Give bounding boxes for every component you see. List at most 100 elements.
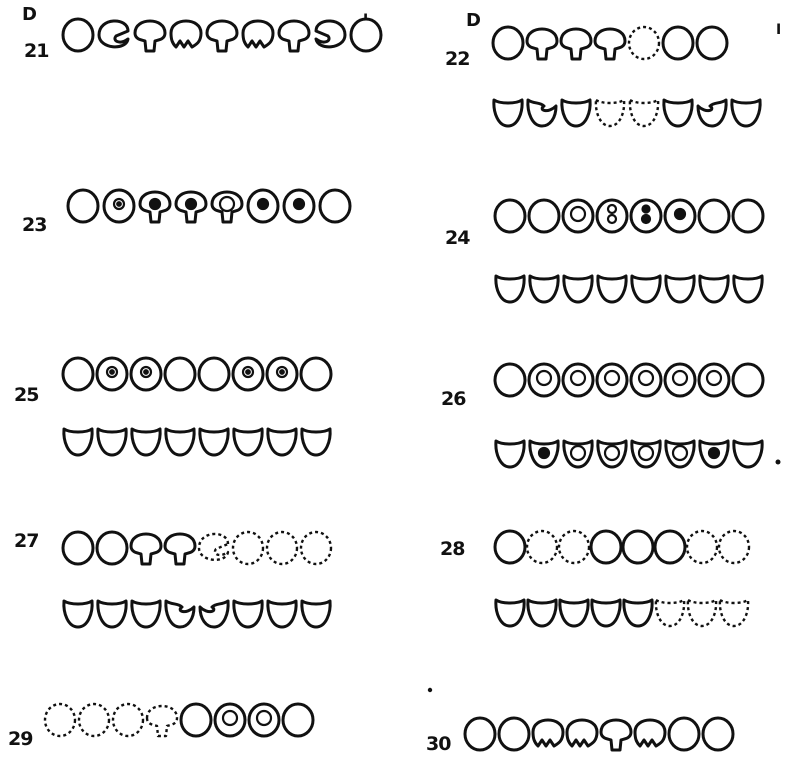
lesion-mark (608, 205, 616, 213)
upper-tooth (212, 192, 242, 222)
lesion-mark (571, 371, 585, 385)
lesion-mark (639, 371, 653, 385)
upper-tooth (249, 704, 279, 736)
lower-tooth (664, 100, 692, 126)
lower-tooth (698, 100, 726, 126)
lower-tooth (200, 601, 228, 627)
lower-tooth (166, 429, 194, 455)
lesion-mark (673, 371, 687, 385)
upper-tooth (97, 358, 127, 390)
upper-tooth (733, 200, 763, 232)
upper-tooth (595, 29, 625, 59)
panel-25 (63, 358, 331, 455)
lower-tooth (64, 601, 92, 627)
lesion-mark (150, 199, 160, 209)
upper-tooth (140, 192, 170, 222)
upper-tooth (663, 27, 693, 59)
lower-tooth (302, 601, 330, 627)
lesion-mark (673, 446, 687, 460)
lower-tooth (734, 276, 762, 302)
upper-tooth (631, 200, 661, 232)
upper-tooth (267, 532, 297, 564)
lesion-mark (707, 371, 721, 385)
lower-tooth (494, 100, 522, 126)
upper-tooth (559, 531, 589, 563)
lesion-mark (571, 446, 585, 460)
upper-tooth (131, 534, 161, 564)
lower-tooth (700, 441, 728, 467)
upper-tooth (733, 364, 763, 396)
upper-tooth (181, 704, 211, 736)
lesion-mark (537, 371, 551, 385)
lower-tooth (234, 429, 262, 455)
lesion-mark (605, 371, 619, 385)
upper-tooth (687, 531, 717, 563)
upper-tooth (563, 364, 593, 396)
upper-tooth (63, 532, 93, 564)
upper-tooth (199, 358, 229, 390)
upper-tooth (135, 21, 165, 51)
lower-tooth (564, 441, 592, 467)
lower-tooth (734, 441, 762, 467)
upper-tooth (233, 358, 263, 390)
lower-tooth (562, 100, 590, 126)
lower-tooth (666, 276, 694, 302)
lower-tooth (98, 601, 126, 627)
upper-tooth (529, 200, 559, 232)
upper-tooth (131, 358, 161, 390)
lesion-mark (223, 711, 237, 725)
upper-tooth (165, 358, 195, 390)
upper-tooth (499, 718, 529, 750)
upper-tooth (629, 27, 659, 59)
lower-tooth (64, 429, 92, 455)
upper-tooth (283, 704, 313, 736)
upper-tooth (320, 190, 350, 222)
upper-tooth (147, 706, 177, 736)
upper-tooth (301, 532, 331, 564)
panel-23 (68, 190, 350, 222)
upper-tooth (45, 704, 75, 736)
lower-tooth (166, 601, 194, 627)
upper-tooth (601, 720, 631, 750)
upper-tooth (284, 190, 314, 222)
upper-tooth (597, 200, 627, 232)
lower-tooth (720, 600, 748, 626)
upper-tooth (527, 29, 557, 59)
lower-tooth (496, 441, 524, 467)
panel-27 (63, 532, 331, 627)
upper-tooth (699, 200, 729, 232)
upper-tooth (533, 720, 563, 746)
lesion-mark (539, 448, 549, 458)
upper-tooth (316, 21, 345, 47)
lower-tooth (98, 429, 126, 455)
upper-tooth (113, 704, 143, 736)
upper-tooth (567, 720, 597, 746)
upper-tooth (635, 720, 665, 746)
upper-tooth (529, 364, 559, 396)
lesion-mark (709, 448, 719, 458)
lower-tooth (666, 441, 694, 467)
panel-21 (63, 19, 381, 51)
lower-tooth (688, 600, 716, 626)
lower-tooth (632, 441, 660, 467)
upper-tooth (233, 532, 263, 564)
lesion-mark (571, 207, 585, 221)
upper-tooth (79, 704, 109, 736)
panel-28 (495, 531, 749, 626)
upper-tooth (495, 200, 525, 232)
upper-tooth (703, 718, 733, 750)
lesion-mark (258, 199, 268, 209)
lower-tooth (656, 600, 684, 626)
lesion-mark (186, 199, 196, 209)
upper-tooth (699, 364, 729, 396)
lesion-mark (294, 199, 304, 209)
lower-tooth (632, 276, 660, 302)
panel-30 (465, 718, 733, 750)
upper-tooth (68, 190, 98, 222)
upper-tooth (97, 532, 127, 564)
upper-tooth (669, 718, 699, 750)
lower-tooth (732, 100, 760, 126)
lower-tooth (530, 276, 558, 302)
